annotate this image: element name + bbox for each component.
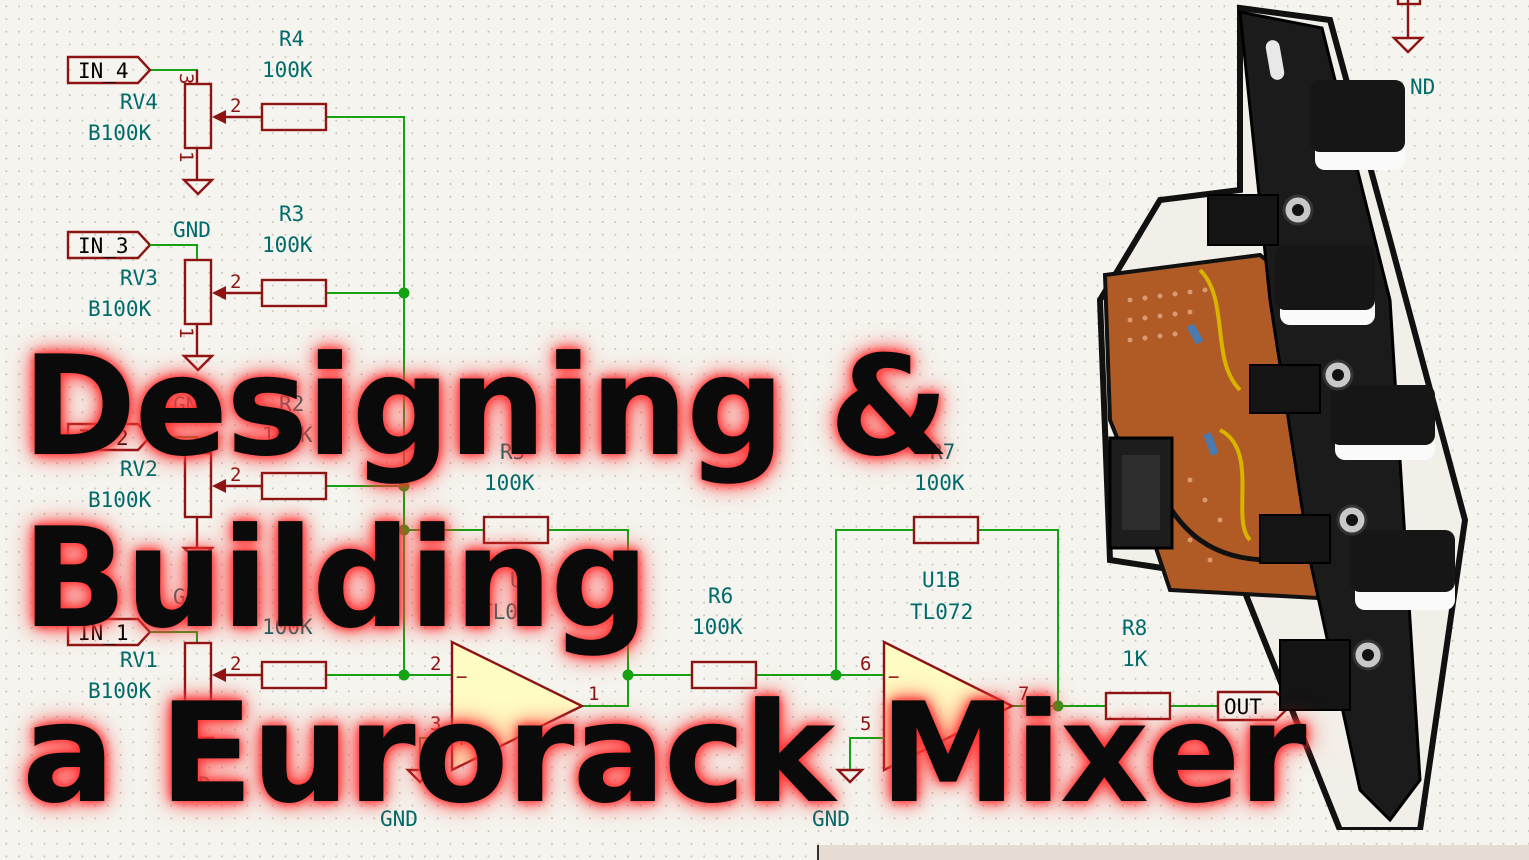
r4-value: 100K — [262, 58, 313, 82]
gnd-label-partial: ND — [1410, 75, 1435, 99]
port-in-4 — [66, 55, 152, 85]
svg-text:1: 1 — [588, 683, 599, 705]
rv3-value: B100K — [88, 297, 152, 321]
resistor-r2 — [260, 471, 328, 501]
u1b-ref: U1B — [922, 568, 960, 592]
eurorack-module-photo — [1096, 4, 1469, 830]
summing-stage: R5 100K U1 TL072 2 3 1 − + GND — [380, 440, 599, 831]
port-in-1 — [66, 617, 152, 647]
svg-text:3: 3 — [175, 73, 197, 84]
r2-ref: R2 — [279, 392, 304, 416]
power-header — [1108, 436, 1174, 550]
svg-text:1: 1 — [175, 151, 197, 162]
port-out — [1216, 690, 1292, 722]
svg-text:3: 3 — [430, 713, 441, 735]
r4-ref: R4 — [279, 27, 304, 51]
r7-value: 100K — [914, 471, 965, 495]
gnd-label-2: GND — [173, 585, 211, 609]
r3-value: 100K — [262, 233, 313, 257]
svg-text:7: 7 — [1018, 683, 1029, 705]
rv1-value: B100K — [88, 679, 152, 703]
svg-text:5: 5 — [860, 713, 871, 735]
channel-2: IN_2 2 RV2 B100K R2 100K GND — [66, 392, 328, 609]
svg-text:−: − — [888, 666, 899, 688]
jack-1 — [1207, 194, 1314, 246]
resistor-r4 — [260, 102, 328, 132]
title-line-2: Building — [22, 498, 649, 659]
knob-3 — [1330, 385, 1435, 460]
svg-text:−: − — [456, 666, 467, 688]
port-in-4-label: IN_4 — [78, 59, 129, 83]
knob-1 — [1310, 80, 1405, 170]
opamp-u1a — [450, 640, 585, 772]
resistor-r8 — [1104, 691, 1172, 721]
u1a-ref: U1 — [510, 568, 535, 592]
u1b-value: TL072 — [910, 600, 973, 624]
port-in-1-label: IN_1 — [78, 621, 129, 645]
rv4-ref: RV4 — [120, 90, 158, 114]
gnd-label-3: GND — [173, 393, 211, 417]
inverting-stage: R6 100K R7 100K U1B TL072 6 5 7 − GND — [690, 440, 1029, 831]
resistor-r5 — [482, 515, 550, 545]
r2-value: 100K — [262, 423, 313, 447]
gnd-label-1: GND — [173, 773, 211, 797]
resistor-r1 — [260, 660, 328, 690]
pot-rv4 — [183, 82, 213, 150]
gnd-label-4: GND — [173, 218, 211, 242]
opamp-u1b — [882, 640, 1015, 772]
jack-3 — [1259, 504, 1368, 564]
port-out-label: OUT — [1224, 695, 1262, 719]
channel-3: IN_3 2 1 RV3 B100K R3 100K GND — [66, 202, 328, 417]
knobs — [1275, 80, 1455, 610]
rv2-ref: RV2 — [120, 457, 158, 481]
r6-ref: R6 — [708, 584, 733, 608]
channel-1: IN_1 2 RV1 B100K R1 100K GND — [66, 584, 328, 797]
r1-ref: R1 — [279, 584, 304, 608]
port-in-3 — [66, 230, 152, 260]
title-line-1: Designing & — [22, 326, 949, 487]
port-in-2-label: IN_2 — [78, 426, 129, 450]
u1a-value: TL072 — [480, 600, 543, 624]
gnd-label-u1b: GND — [812, 807, 850, 831]
r7-ref: R7 — [930, 440, 955, 464]
svg-text:1: 1 — [175, 327, 197, 338]
svg-text:2: 2 — [230, 653, 241, 675]
rv3-ref: RV3 — [120, 266, 158, 290]
gnd-label-u1a: GND — [380, 807, 418, 831]
port-in-2 — [66, 422, 152, 452]
jack-4 — [1279, 639, 1384, 711]
resistor-r6 — [690, 660, 758, 690]
junctions — [398, 287, 1064, 712]
wires — [150, 69, 1218, 707]
output-stage: R8 1K OUT — [1104, 616, 1292, 722]
pot-rv3 — [183, 258, 213, 326]
svg-text:2: 2 — [430, 653, 441, 675]
jack-2 — [1249, 359, 1354, 414]
knob-4 — [1350, 530, 1455, 610]
r8-ref: R8 — [1122, 616, 1147, 640]
resistor-r3 — [260, 278, 328, 308]
svg-text:2: 2 — [230, 95, 241, 117]
r5-ref: R5 — [500, 440, 525, 464]
svg-text:6: 6 — [860, 653, 871, 675]
svg-text:2: 2 — [230, 464, 241, 486]
r5-value: 100K — [484, 471, 535, 495]
svg-text:2: 2 — [230, 271, 241, 293]
r8-value: 1K — [1122, 647, 1148, 671]
jacks — [1207, 194, 1384, 711]
partial-gnd: ND — [1391, 0, 1435, 99]
rv4-value: B100K — [88, 121, 152, 145]
r1-value: 100K — [262, 615, 313, 639]
knob-2 — [1275, 245, 1375, 325]
svg-text:+: + — [456, 729, 467, 751]
r3-ref: R3 — [279, 202, 304, 226]
r6-value: 100K — [692, 615, 743, 639]
resistor-r7 — [912, 515, 980, 545]
port-in-3-label: IN_3 — [78, 234, 129, 258]
rv2-value: B100K — [88, 488, 152, 512]
rv1-ref: RV1 — [120, 648, 158, 672]
channel-4: IN_4 3 2 1 RV4 B100K R4 100K GND — [66, 27, 328, 242]
title-line-3: a Eurorack Mixer — [22, 673, 1307, 834]
